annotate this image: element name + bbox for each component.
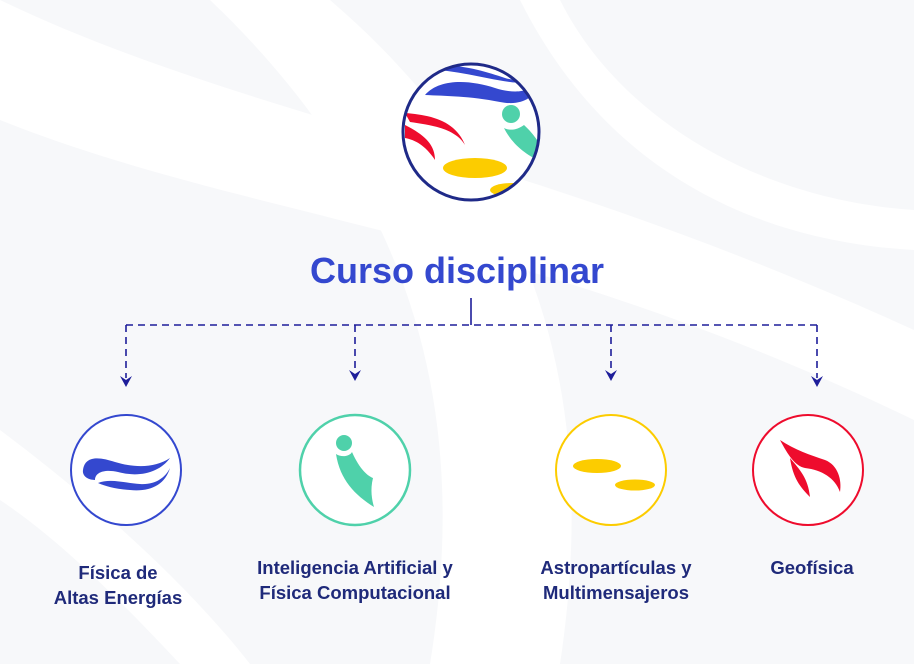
label-line: Geofísica — [770, 557, 854, 578]
main-logo — [401, 62, 541, 202]
green-figure-icon — [298, 413, 412, 527]
arrow-icon — [811, 376, 823, 387]
arrow-icon — [349, 370, 361, 381]
label-line: Física Computacional — [259, 582, 451, 603]
diagram-title: Curso disciplinar — [309, 250, 605, 291]
label-line: Física de — [78, 562, 158, 583]
yellow-ellipses-icon — [555, 414, 667, 526]
arrow-icon — [605, 370, 617, 381]
branch-label-ia-computacional: Inteligencia Artificial y Física Computa… — [225, 555, 485, 605]
branch-label-astroparticulas: Astropartículas y Multimensajeros — [486, 555, 746, 605]
blue-wave-icon — [70, 414, 182, 526]
label-line: Altas Energías — [53, 587, 183, 608]
arrowheads — [120, 370, 823, 387]
branch-label-geofisica: Geofísica — [682, 555, 914, 580]
label-line: Inteligencia Artificial y — [257, 557, 453, 578]
branch-label-altas-energias: Física de Altas Energías — [0, 560, 248, 610]
connector-lines — [125, 298, 818, 378]
label-line: Multimensajeros — [543, 582, 689, 603]
label-line: Astropartículas y — [540, 557, 692, 578]
red-flame-icon — [752, 414, 864, 526]
arrow-icon — [120, 376, 132, 387]
